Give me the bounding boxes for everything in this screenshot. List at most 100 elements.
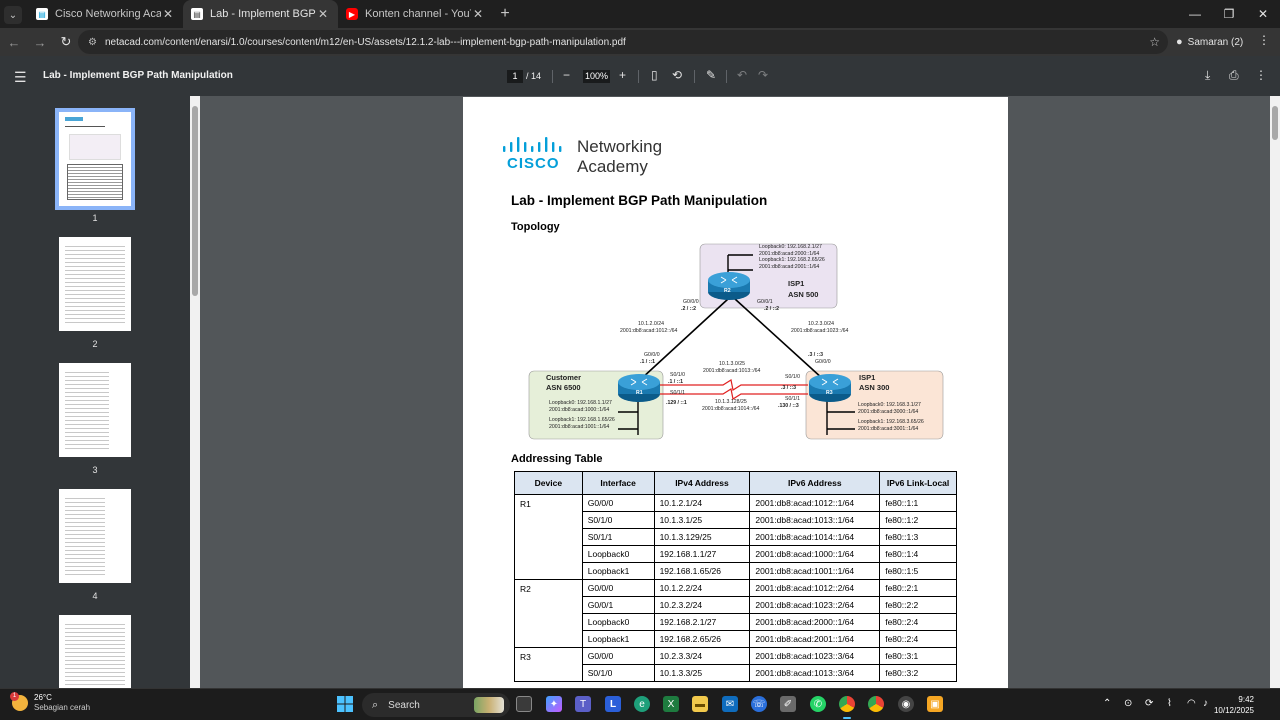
mail-icon[interactable]: ✉ <box>722 696 738 712</box>
net-r1r2-v6: 2001:db8:acad:1012::/64 <box>620 327 678 334</box>
table-cell: 2001:db8:acad:2001::1/64 <box>749 630 881 648</box>
excel-icon[interactable]: X <box>663 696 679 712</box>
r3-label: R3 <box>826 390 833 396</box>
bookmark-star-icon[interactable]: ☆ <box>1149 35 1160 49</box>
zoom-out-icon[interactable]: − <box>563 68 571 82</box>
tab-pdf[interactable]: ▤ Lab - Implement BGP Path Man ✕ <box>183 0 338 28</box>
zoom-input[interactable]: 100% <box>583 70 610 83</box>
undo-icon[interactable]: ↶ <box>737 68 748 82</box>
task-view-icon[interactable] <box>516 696 532 712</box>
r3-s011-label: S0/1/1 <box>785 396 800 402</box>
table-cell: fe80::3:1 <box>879 647 957 665</box>
site-info-icon[interactable]: ⚙ <box>88 36 97 48</box>
lab-title: Lab - Implement BGP Path Manipulation <box>511 193 768 208</box>
weather-widget[interactable]: 1 26°C Sebagian cerah <box>10 692 90 713</box>
page-thumbnail[interactable] <box>55 108 135 210</box>
r2-g001-addr: .2 / ::2 <box>764 306 779 312</box>
temperature: 26°C <box>34 693 52 702</box>
r3-s011-addr: .130 / ::3 <box>778 403 799 409</box>
address-bar[interactable]: ⚙ netacad.com/content/enarsi/1.0/courses… <box>78 30 1168 54</box>
table-cell: G0/0/0 <box>581 579 655 597</box>
tab-search-button[interactable]: ⌄ <box>4 6 22 24</box>
r3-loopback1-v6: 2001:db8:acad:3001::1/64 <box>858 425 919 432</box>
window-close-icon[interactable]: ✕ <box>1257 7 1269 21</box>
more-options-icon[interactable]: ⋮ <box>1255 68 1267 82</box>
edge-icon[interactable]: e <box>634 696 650 712</box>
reload-icon[interactable]: ↻ <box>60 34 72 49</box>
close-icon[interactable]: ✕ <box>317 7 329 21</box>
chrome-icon[interactable] <box>839 696 855 712</box>
restore-icon[interactable]: ❐ <box>1223 7 1235 21</box>
minimize-icon[interactable]: — <box>1189 7 1201 21</box>
notification-badge: 1 <box>10 692 19 701</box>
file-explorer-icon[interactable]: ▬ <box>692 696 708 712</box>
table-cell: S0/1/0 <box>581 664 655 682</box>
copilot-icon[interactable]: ✦ <box>546 696 562 712</box>
download-icon[interactable]: ⤓ <box>1205 68 1211 82</box>
app-icon[interactable]: ▣ <box>927 696 943 712</box>
new-tab-button[interactable]: + <box>500 5 510 22</box>
table-cell: fe80::1:1 <box>879 494 957 512</box>
column-header: Interface <box>581 471 655 495</box>
scrollbar-thumb[interactable] <box>192 106 198 296</box>
chrome-profile-icon[interactable] <box>868 696 884 712</box>
forward-icon[interactable]: → <box>33 34 47 50</box>
r2-asn-label: ASN 500 <box>788 290 819 299</box>
table-row: R2 G0/0/0 10.1.2.2/24 2001:db8:acad:1012… <box>514 579 957 648</box>
search-highlight-image <box>474 697 504 713</box>
r1-s011-label: S0/1/1 <box>670 390 685 396</box>
annotate-icon[interactable]: ✎ <box>706 68 717 82</box>
table-cell: 10.1.3.129/25 <box>653 528 751 546</box>
github-desktop-icon[interactable]: ◉ <box>898 696 914 712</box>
tab-cisco[interactable]: ▤ Cisco Networking Academy: 20 ✕ <box>28 0 183 28</box>
table-cell: 2001:db8:acad:1001::1/64 <box>749 562 881 580</box>
viewer-scrollbar[interactable] <box>1270 96 1280 688</box>
volume-icon[interactable]: ♪ <box>1203 698 1208 709</box>
table-cell: 10.1.2.1/24 <box>653 494 751 512</box>
sidebar-scrollbar[interactable] <box>190 96 200 688</box>
sidebar-menu-icon[interactable]: ☰ <box>14 69 27 85</box>
browser-menu-icon[interactable]: ⋮ <box>1258 33 1270 47</box>
table-cell: 2001:db8:acad:1000::1/64 <box>749 545 881 563</box>
table-cell: 2001:db8:acad:1023::2/64 <box>749 596 881 614</box>
r3-g000-label: G0/0/0 <box>815 359 831 365</box>
page-number-input[interactable]: 1 <box>507 70 523 83</box>
phone-link-icon[interactable]: ☏ <box>751 696 767 712</box>
teams-icon[interactable]: T <box>575 696 591 712</box>
r1-s011-addr: .129 / ::1 <box>666 400 687 406</box>
paint-icon[interactable]: ✐ <box>780 696 796 712</box>
page-thumbnail[interactable] <box>59 615 131 688</box>
back-icon[interactable]: ← <box>7 34 21 50</box>
microphone-icon[interactable]: ⌇ <box>1167 698 1172 709</box>
page-thumbnail[interactable] <box>59 489 131 583</box>
scrollbar-thumb[interactable] <box>1272 106 1278 140</box>
rotate-icon[interactable]: ⟲ <box>672 68 683 82</box>
thumb-diagram <box>69 134 121 160</box>
profile-button[interactable]: ● Samaran (2) <box>1176 33 1243 51</box>
fit-page-icon[interactable]: ▯ <box>651 68 658 82</box>
print-icon[interactable]: ⎙ <box>1229 68 1239 82</box>
windows-start-icon[interactable] <box>337 696 353 712</box>
redo-icon[interactable]: ↷ <box>758 68 769 82</box>
whatsapp-icon[interactable]: ✆ <box>810 696 826 712</box>
wifi-icon[interactable]: ◠ <box>1187 698 1196 709</box>
tray-sync-icon[interactable]: ⟳ <box>1145 698 1154 709</box>
zoom-in-icon[interactable]: + <box>619 68 627 82</box>
net-s010-v6: 2001:db8:acad:1013::/64 <box>703 367 761 374</box>
app-l-icon[interactable]: L <box>605 696 621 712</box>
r2-loopback1: Loopback1: 192.168.2.65/26 <box>759 257 825 263</box>
page-thumbnail[interactable] <box>59 237 131 331</box>
tray-app-icon[interactable]: ⊙ <box>1124 698 1133 709</box>
tray-overflow-icon[interactable]: ⌃ <box>1103 698 1112 709</box>
page-thumbnail[interactable] <box>59 363 131 457</box>
close-icon[interactable]: ✕ <box>472 7 484 21</box>
net-r2r3-v6: 2001:db8:acad:1023::/64 <box>791 327 849 334</box>
close-icon[interactable]: ✕ <box>162 7 174 21</box>
tab-youtube[interactable]: ▶ Konten channel - YouTube Studio ✕ <box>338 0 493 28</box>
r2-label: R2 <box>724 288 731 294</box>
logo-networking: Networking <box>577 137 663 156</box>
taskbar-search[interactable]: ⌕ Search <box>362 693 510 717</box>
thumb-text <box>65 621 125 688</box>
clock[interactable]: 9:42 10/12/2025 <box>1214 694 1254 716</box>
table-header-row: Device Interface IPv4 Address IPv6 Addre… <box>514 471 957 495</box>
